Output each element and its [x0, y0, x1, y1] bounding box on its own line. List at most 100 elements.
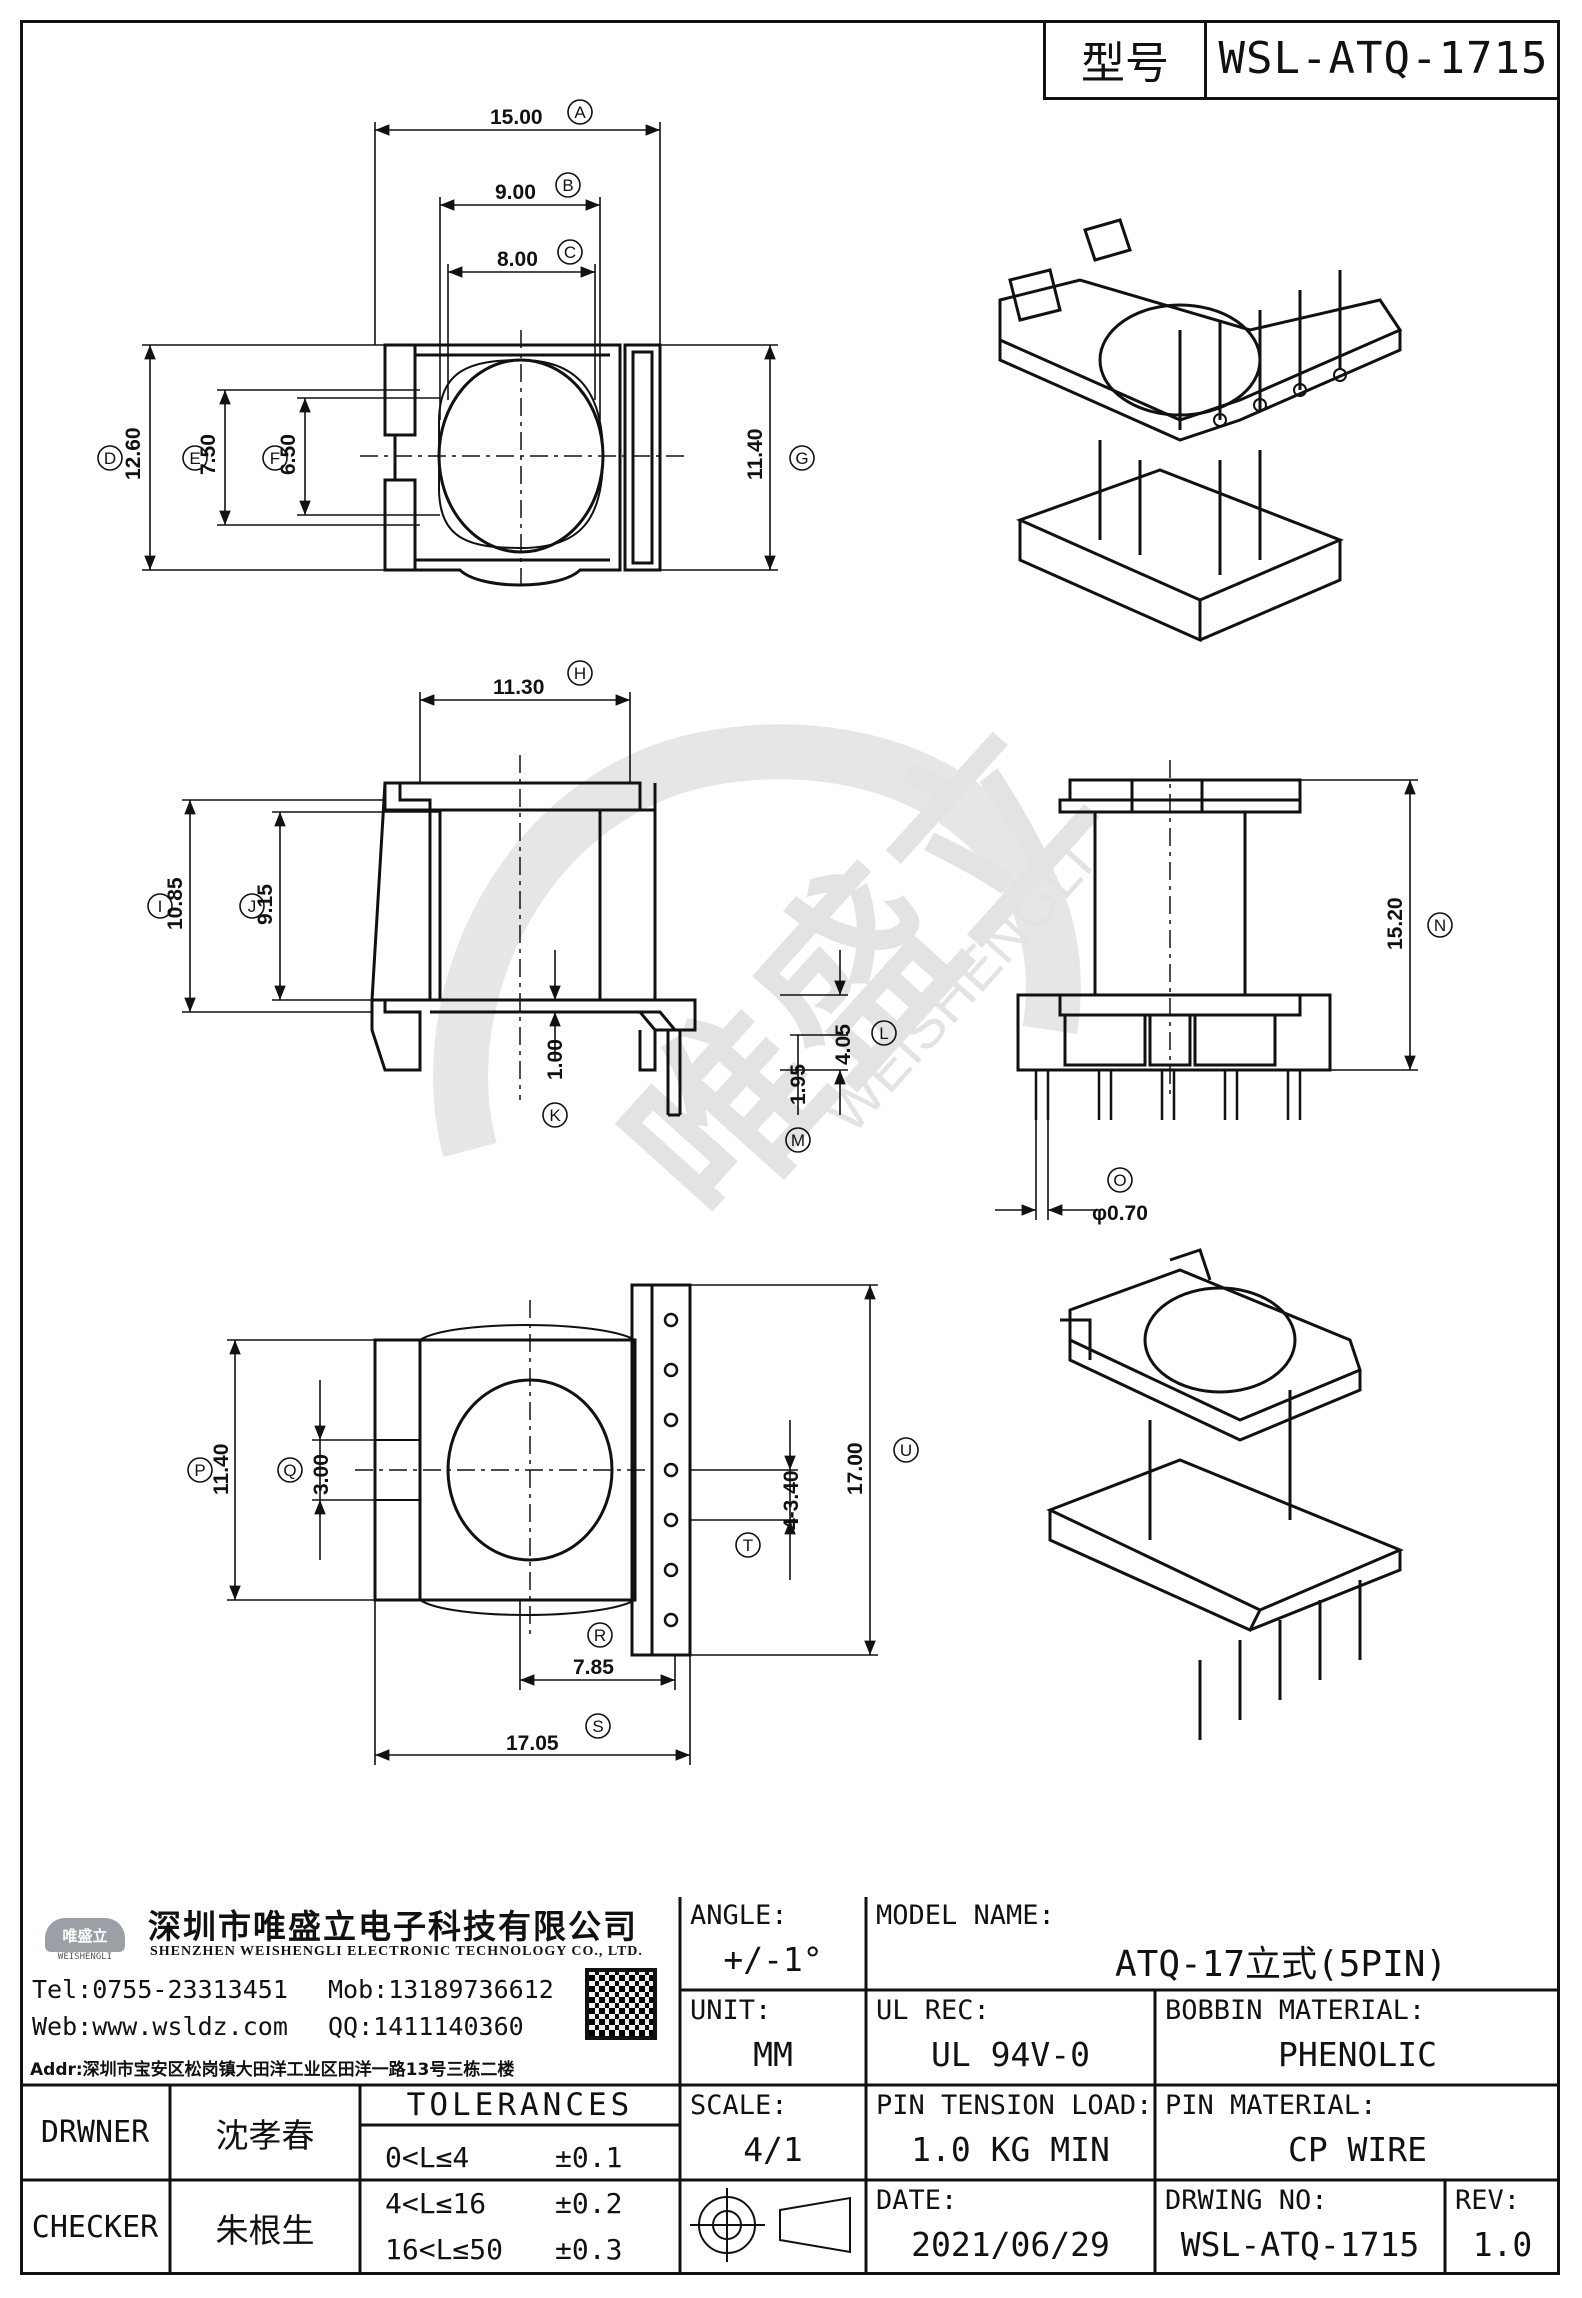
svg-text:T: T: [743, 1536, 753, 1555]
company-tel: Tel:0755-23313451: [32, 1975, 288, 2004]
model-header: 型号 WSL-ATQ-1715: [1043, 20, 1560, 100]
dim-A: 15.00: [490, 106, 543, 129]
ul-label: UL REC:: [876, 1995, 990, 2026]
title-block-grid: [20, 1897, 1560, 2275]
ul-value: UL 94V-0: [931, 2035, 1090, 2074]
svg-text:G: G: [795, 449, 808, 468]
scale-value: 4/1: [743, 2130, 803, 2169]
checker-label: CHECKER: [31, 2210, 159, 2245]
drawing-no-value: WSL-ATQ-1715: [1180, 2225, 1420, 2264]
tolerance-value-2: ±0.2: [555, 2187, 623, 2220]
pin-tension-label: PIN TENSION LOAD:: [876, 2090, 1153, 2121]
checker-name: 朱根生: [215, 2210, 315, 2250]
company-qq: QQ:1411140360: [328, 2012, 524, 2041]
drawing-no-label: DRWING NO:: [1165, 2185, 1328, 2216]
logo-sub: WEISHENGLI: [57, 1952, 113, 1962]
dim-G: 11.40: [744, 429, 767, 480]
svg-text:C: C: [564, 243, 576, 262]
svg-text:J: J: [248, 897, 257, 916]
pin-material-value: CP WIRE: [1287, 2130, 1428, 2169]
dim-O: φ0.70: [1092, 1202, 1148, 1225]
drawer-name: 沈孝春: [215, 2115, 315, 2155]
unit-label: UNIT:: [690, 1995, 772, 2026]
dim-D: 12.60: [122, 427, 145, 480]
date-label: DATE:: [876, 2185, 958, 2216]
company-name-cn: 深圳市唯盛立电子科技有限公司: [148, 1907, 638, 1946]
dim-P: 11.40: [210, 1444, 233, 1495]
qr-code: [585, 1968, 657, 2040]
top-view: [383, 343, 662, 587]
svg-text:L: L: [879, 1024, 888, 1043]
company-web: Web:www.wsldz.com: [32, 2012, 288, 2041]
model-name-label: MODEL NAME:: [876, 1900, 1055, 1931]
dim-N: 15.20: [1384, 897, 1407, 950]
dim-U: 17.00: [844, 1442, 867, 1495]
dim-B: 9.00: [495, 181, 536, 204]
dim-H: 11.30: [493, 676, 544, 699]
date-value: 2021/06/29: [911, 2225, 1110, 2264]
model-name-value: ATQ-17立式(5PIN): [1115, 1944, 1448, 1985]
svg-text:U: U: [900, 1441, 912, 1460]
bobbin-material-value: PHENOLIC: [1278, 2035, 1437, 2074]
svg-text:D: D: [104, 449, 116, 468]
tolerances-title: TOLERANCES: [406, 2087, 634, 2123]
company-mob: Mob:13189736612: [328, 1975, 554, 2004]
svg-text:O: O: [1113, 1171, 1126, 1190]
dimension-lines: [142, 122, 1418, 1765]
model-label: 型号: [1046, 20, 1207, 97]
company-logo: 唯盛立 WEISHENGLI: [30, 1905, 140, 1975]
bobbin-material-label: BOBBIN MATERIAL:: [1165, 1995, 1426, 2026]
svg-text:B: B: [562, 176, 573, 195]
svg-text:Q: Q: [283, 1461, 296, 1480]
dim-R: 7.85: [573, 1656, 614, 1679]
svg-text:S: S: [592, 1717, 603, 1736]
dim-F: 6.50: [277, 434, 300, 475]
svg-text:F: F: [270, 449, 280, 468]
dimension-labels: A B C D E F G H I J K L M N O P Q R T S U: [97, 99, 1453, 1739]
dim-C: 8.00: [497, 248, 538, 271]
tolerance-ranges: 0<L≤4 4<L≤16 16<L≤50: [385, 2135, 503, 2273]
rev-value: 1.0: [1472, 2225, 1533, 2264]
dim-T: 4-3.40: [780, 1470, 803, 1530]
pin-tension-value: 1.0 KG MIN: [911, 2130, 1110, 2169]
svg-text:I: I: [158, 897, 163, 916]
projection-symbol: [690, 2188, 851, 2262]
dim-Q: 3.00: [310, 1454, 333, 1495]
tolerance-values: ±0.1 ±0.2 ±0.3: [555, 2135, 622, 2273]
dimension-values: 15.00 9.00 8.00 12.60 7.50 6.50 11.40 11…: [122, 106, 1407, 1755]
iso-view-bottom: [1046, 1248, 1404, 1740]
svg-text:A: A: [574, 103, 586, 122]
dim-S: 17.05: [506, 1732, 559, 1755]
svg-text:M: M: [791, 1131, 805, 1150]
tolerance-value-1: ±0.1: [555, 2141, 623, 2174]
dim-L: 4.05: [832, 1024, 855, 1065]
svg-text:N: N: [1434, 916, 1446, 935]
svg-text:H: H: [574, 664, 586, 683]
company-name-en: SHENZHEN WEISHENGLI ELECTRONIC TECHNOLOG…: [150, 1944, 643, 1959]
svg-text:K: K: [549, 1106, 561, 1125]
svg-text:P: P: [194, 1461, 205, 1480]
dim-M: 1.95: [787, 1064, 810, 1105]
dim-I: 10.85: [164, 877, 187, 930]
tolerance-range-1: 0<L≤4: [385, 2141, 470, 2174]
rev-label: REV:: [1455, 2185, 1521, 2216]
iso-view-top: [998, 218, 1403, 643]
dim-J: 9.15: [254, 884, 277, 925]
scale-label: SCALE:: [690, 2090, 788, 2121]
unit-value: MM: [753, 2035, 793, 2074]
tolerance-range-3: 16<L≤50: [385, 2233, 504, 2266]
angle-label: ANGLE:: [690, 1900, 788, 1931]
svg-text:E: E: [189, 449, 200, 468]
model-number: WSL-ATQ-1715: [1218, 33, 1549, 84]
angle-value: +/-1°: [723, 1940, 823, 1979]
pin-material-label: PIN MATERIAL:: [1165, 2090, 1377, 2121]
side-view: [1016, 778, 1332, 1120]
dim-K: 1.00: [544, 1039, 567, 1080]
company-address: Addr:深圳市宝安区松岗镇大田洋工业区田洋一路13号三栋二楼: [30, 2060, 515, 2080]
drawer-label: DRWNER: [40, 2115, 150, 2150]
tolerance-value-3: ±0.3: [555, 2233, 623, 2266]
watermark-logo: 唯盛立 WEISHENGLI: [433, 688, 1130, 1259]
svg-text:R: R: [594, 1626, 606, 1645]
dim-E: 7.50: [197, 434, 220, 475]
